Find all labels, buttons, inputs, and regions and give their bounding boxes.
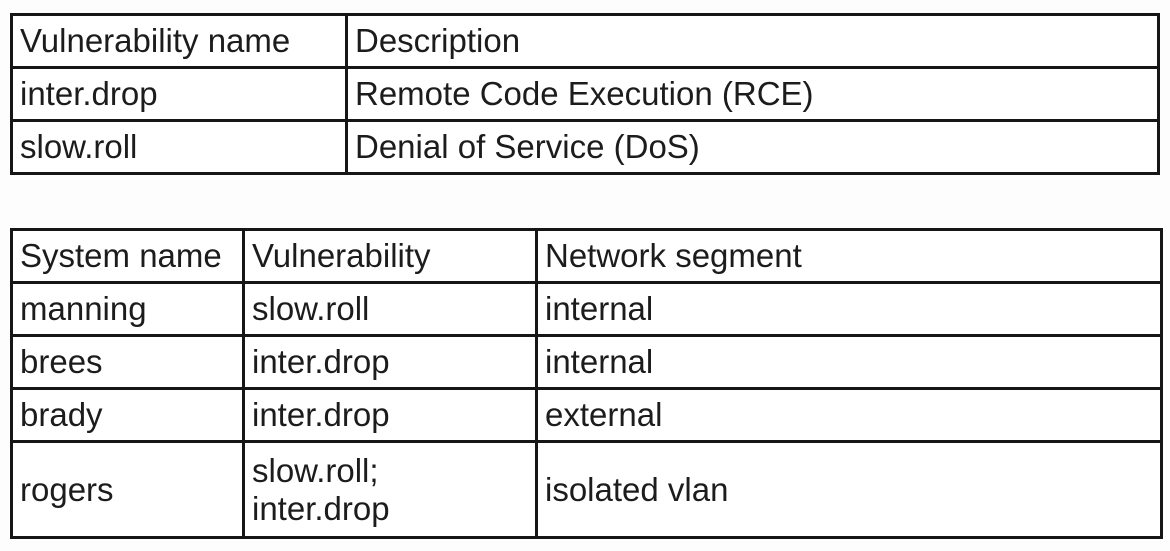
vulnerability-description-cell: Remote Code Execution (RCE) bbox=[345, 66, 1160, 122]
table-row: rogers slow.roll; inter.drop isolated vl… bbox=[10, 440, 1163, 539]
table-row: brady inter.drop external bbox=[10, 387, 1163, 443]
table-row: inter.drop Remote Code Execution (RCE) bbox=[10, 66, 1160, 122]
system-vulnerability-cell: slow.roll; inter.drop bbox=[242, 440, 538, 539]
vulnerability-table-header-description: Description bbox=[345, 13, 1160, 69]
vulnerability-table-header-row: Vulnerability name Description bbox=[10, 13, 1160, 69]
system-table-header-system: System name bbox=[10, 228, 245, 284]
system-segment-cell: external bbox=[535, 387, 1163, 443]
system-vulnerability-cell: slow.roll bbox=[242, 281, 538, 337]
table-row: manning slow.roll internal bbox=[10, 281, 1163, 337]
system-table-header-segment: Network segment bbox=[535, 228, 1163, 284]
vulnerability-name-cell: slow.roll bbox=[10, 119, 348, 175]
system-table-header-vulnerability: Vulnerability bbox=[242, 228, 538, 284]
table-row: slow.roll Denial of Service (DoS) bbox=[10, 119, 1160, 175]
system-name-cell: brees bbox=[10, 334, 245, 390]
vulnerability-table: Vulnerability name Description inter.dro… bbox=[10, 13, 1160, 175]
system-name-cell: manning bbox=[10, 281, 245, 337]
system-segment-cell: internal bbox=[535, 281, 1163, 337]
system-table-header-row: System name Vulnerability Network segmen… bbox=[10, 228, 1163, 284]
system-name-cell: brady bbox=[10, 387, 245, 443]
vulnerability-table-header-name: Vulnerability name bbox=[10, 13, 348, 69]
system-name-cell: rogers bbox=[10, 440, 245, 539]
vulnerability-name-cell: inter.drop bbox=[10, 66, 348, 122]
system-vulnerability-cell: inter.drop bbox=[242, 387, 538, 443]
system-segment-cell: internal bbox=[535, 334, 1163, 390]
system-table: System name Vulnerability Network segmen… bbox=[10, 228, 1163, 539]
system-segment-cell: isolated vlan bbox=[535, 440, 1163, 539]
table-row: brees inter.drop internal bbox=[10, 334, 1163, 390]
system-vulnerability-cell: inter.drop bbox=[242, 334, 538, 390]
vulnerability-description-cell: Denial of Service (DoS) bbox=[345, 119, 1160, 175]
